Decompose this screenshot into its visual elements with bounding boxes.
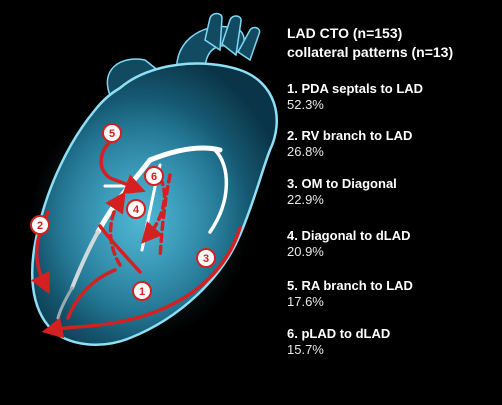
marker-5: 5 bbox=[102, 123, 122, 143]
marker-2-label: 2 bbox=[37, 220, 43, 232]
heart-glow bbox=[30, 100, 250, 340]
marker-4: 4 bbox=[126, 199, 146, 219]
marker-6-label: 6 bbox=[151, 171, 157, 183]
legend-entry-label: 1. PDA septals to LAD bbox=[287, 81, 424, 96]
legend-entry-label: 2. RV branch to LAD bbox=[287, 128, 413, 143]
legend-entry: 4. Diagonal to dLAD 20.9% bbox=[287, 228, 411, 260]
marker-1: 1 bbox=[132, 281, 152, 301]
legend-title-line1: LAD CTO (n=153) bbox=[287, 25, 403, 41]
legend-entry: 6. pLAD to dLAD 15.7% bbox=[287, 326, 390, 358]
legend-entry-value: 26.8% bbox=[287, 144, 324, 159]
legend-entry-value: 20.9% bbox=[287, 244, 324, 259]
marker-1-label: 1 bbox=[139, 286, 145, 298]
legend-entry: 2. RV branch to LAD 26.8% bbox=[287, 128, 412, 160]
legend-entry-value: 15.7% bbox=[287, 342, 324, 357]
marker-2: 2 bbox=[30, 215, 50, 235]
legend-entry: 1. PDA septals to LAD 52.3% bbox=[287, 81, 423, 113]
legend-entry-value: 22.9% bbox=[287, 192, 324, 207]
legend-entry-label: 6. pLAD to dLAD bbox=[287, 326, 391, 341]
legend-entry-value: 17.6% bbox=[287, 294, 324, 309]
legend-entry-label: 3. OM to Diagonal bbox=[287, 176, 397, 191]
marker-3: 3 bbox=[196, 248, 216, 268]
legend-entry-value: 52.3% bbox=[287, 97, 324, 112]
collateral-paths bbox=[30, 138, 242, 339]
marker-3-label: 3 bbox=[203, 253, 209, 265]
marker-6: 6 bbox=[144, 166, 164, 186]
marker-5-label: 5 bbox=[109, 128, 115, 140]
legend-entry-label: 5. RA branch to LAD bbox=[287, 278, 413, 293]
legend: LAD CTO (n=153) collateral patterns (n=1… bbox=[287, 24, 497, 357]
legend-entry-label: 4. Diagonal to dLAD bbox=[287, 228, 411, 243]
marker-4-label: 4 bbox=[133, 204, 140, 216]
legend-title-line2: collateral patterns (n=13) bbox=[287, 44, 454, 60]
legend-entry: 5. RA branch to LAD 17.6% bbox=[287, 278, 413, 310]
legend-entry: 3. OM to Diagonal 22.9% bbox=[287, 176, 397, 208]
